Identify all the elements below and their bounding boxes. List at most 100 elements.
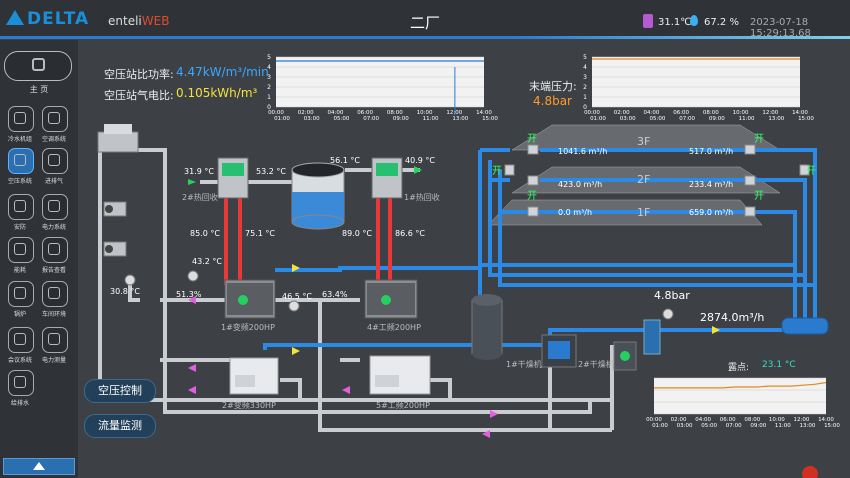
flow-3f-right: 517.0 m³/h — [689, 147, 734, 156]
chart-xtick: 03:00 — [620, 116, 636, 122]
main-pressure: 4.8bar — [654, 289, 690, 302]
heat-pipes — [224, 195, 392, 285]
sidebar-item-icon — [48, 243, 60, 255]
sidebar-item-5[interactable] — [8, 194, 34, 220]
collapse-up-button[interactable] — [3, 458, 75, 475]
sidebar-item-label: 会议系统 — [7, 357, 32, 364]
chart-xtick: 07:00 — [363, 116, 379, 122]
chart-ytick: 5 — [267, 54, 271, 61]
hot-water-tank — [291, 162, 345, 230]
sidebar: 主 页 冷水机组空调系统空压系统进排气安防电力系统能耗报告查看锅炉车间环境会议系… — [0, 40, 78, 478]
flow-2f-left: 423.0 m³/h — [558, 180, 603, 189]
chart-xtick: 10:00 — [733, 110, 749, 116]
valve-open-1f-left: 开 — [527, 191, 537, 202]
top-bar — [0, 0, 850, 38]
compressor-2 — [229, 357, 279, 395]
sidebar-item-3[interactable] — [8, 148, 34, 174]
chart-xtick: 06:00 — [720, 417, 736, 423]
sidebar-item-6[interactable] — [42, 194, 68, 220]
temp-gauge-a — [187, 270, 199, 282]
floor-1f-label: 1F — [637, 206, 651, 219]
chart-xtick: 06:00 — [673, 110, 689, 116]
chart-ytick: 0 — [583, 104, 587, 111]
compressor-control-button[interactable]: 空压控制 — [84, 379, 156, 403]
datetime: 2023-07-18 15:29:13.68 — [750, 17, 811, 39]
dryer-1 — [541, 334, 577, 368]
hr2-label: 2#热回收 — [182, 193, 218, 202]
home-label: 主 页 — [29, 85, 49, 94]
sidebar-item-icon — [14, 287, 26, 299]
pipe-temp-2: 75.1 °C — [245, 229, 275, 238]
sidebar-item-9[interactable] — [8, 281, 34, 307]
pressure-gauge — [124, 274, 136, 286]
sidebar-item-7[interactable] — [8, 237, 34, 263]
flow-1f-left: 0.0 m³/h — [558, 208, 593, 217]
blue-pipes — [263, 148, 817, 350]
sidebar-item-4[interactable] — [42, 148, 68, 174]
chart-xtick: 05:00 — [649, 116, 665, 122]
chart-xtick: 15:00 — [824, 423, 840, 429]
sidebar-item-11[interactable] — [8, 327, 34, 353]
pump-2 — [103, 241, 127, 257]
pipe-temp-3: 89.0 °C — [342, 229, 372, 238]
chart-xtick: 00:00 — [268, 110, 284, 116]
main-flow: 2874.0m³/h — [700, 311, 765, 324]
temp-gauge-c — [288, 300, 300, 312]
chart-xtick: 05:00 — [333, 116, 349, 122]
chart-ytick: 2 — [583, 84, 587, 91]
air-receiver-tank — [471, 294, 503, 360]
pump-1 — [103, 201, 127, 217]
pipe-temp-4: 86.6 °C — [395, 229, 425, 238]
sidebar-item-icon — [48, 200, 60, 212]
grey-pipes — [98, 138, 614, 432]
sidebar-item-label: 给排水 — [10, 400, 29, 407]
chart-xtick: 04:00 — [327, 110, 343, 116]
sidebar-item-1[interactable] — [8, 106, 34, 132]
chart-xtick: 01:00 — [652, 423, 668, 429]
chart-xtick: 15:00 — [482, 116, 498, 122]
outdoor-temperature: 31.1℃ — [658, 17, 692, 28]
sidebar-item-10[interactable] — [42, 281, 68, 307]
sidebar-item-label: 安防 — [13, 224, 26, 231]
chart-plot-area — [654, 378, 826, 414]
flow-1f-right: 659.0 m³/h — [689, 208, 734, 217]
chart-xtick: 08:00 — [703, 110, 719, 116]
chart-xtick: 01:00 — [590, 116, 606, 122]
chart-xtick: 14:00 — [818, 417, 834, 423]
chart-xtick: 00:00 — [584, 110, 600, 116]
chart-plot-area — [276, 57, 484, 107]
sidebar-item-2[interactable] — [42, 106, 68, 132]
chart-series-line — [654, 381, 827, 389]
sidebar-item-13[interactable] — [8, 370, 34, 396]
gas-ratio-value: 0.105kWh/m³ — [176, 86, 258, 100]
sidebar-item-label: 电力系统 — [41, 224, 66, 231]
sidebar-item-label: 能耗 — [13, 267, 26, 274]
chart-plot-area — [592, 57, 800, 107]
flow-monitor-button[interactable]: 流量监测 — [84, 414, 156, 438]
pipe-temp-1: 85.0 °C — [190, 229, 220, 238]
end-pressure-value: 4.8bar — [533, 94, 572, 108]
dew-point-label: 露点: — [728, 363, 750, 373]
sidebar-item-icon — [14, 243, 26, 255]
compressor-1-label: 1#变频200HP — [221, 323, 275, 332]
chart-xtick: 04:00 — [695, 417, 711, 423]
sidebar-item-icon — [14, 376, 26, 388]
sidebar-item-icon — [48, 333, 60, 345]
sidebar-item-12[interactable] — [42, 327, 68, 353]
sidebar-item-label: 电力测量 — [41, 357, 66, 364]
chart-xtick: 02:00 — [614, 110, 630, 116]
home-button[interactable] — [4, 51, 72, 81]
chart-xtick: 07:00 — [726, 423, 742, 429]
valve-open-1f-right: 开 — [754, 191, 764, 202]
chart-xtick: 10:00 — [769, 417, 785, 423]
chart-xtick: 11:00 — [775, 423, 791, 429]
sidebar-item-8[interactable] — [42, 237, 68, 263]
sidebar-item-label: 进排气 — [44, 178, 63, 185]
chart-xtick: 11:00 — [423, 116, 439, 122]
chart-xtick: 13:00 — [452, 116, 468, 122]
chart-ytick: 5 — [583, 54, 587, 61]
sidebar-item-label: 冷水机组 — [7, 136, 32, 143]
chart-xtick: 09:00 — [750, 423, 766, 429]
chart-xtick: 02:00 — [298, 110, 314, 116]
